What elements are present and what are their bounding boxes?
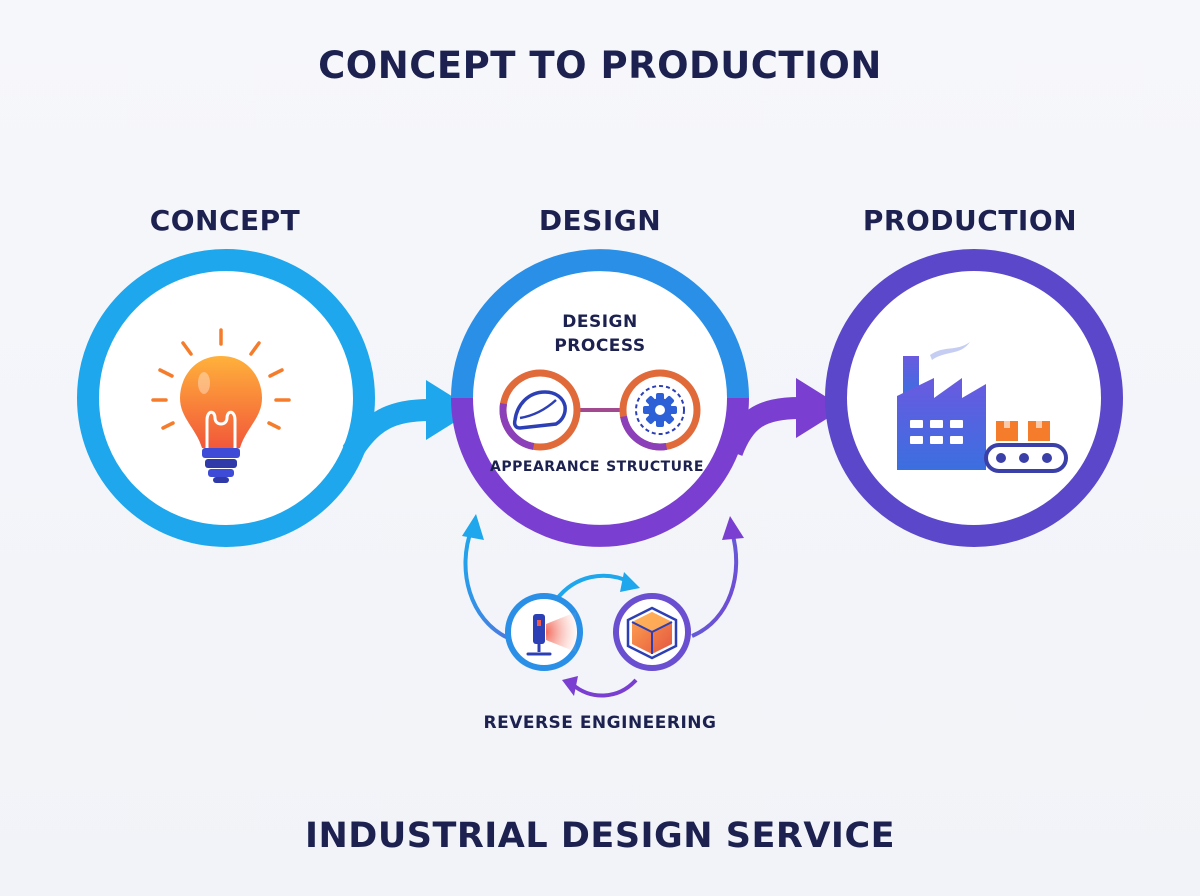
lightbulb-icon <box>151 328 291 483</box>
design-process-title-line2: PROCESS <box>554 336 646 356</box>
design-process-title: DESIGN PROCESS <box>520 310 680 358</box>
scanner-icon <box>526 612 576 656</box>
stage-label-production: PRODUCTION <box>862 204 1078 237</box>
gear-icon <box>635 385 685 435</box>
connector-design-production <box>721 378 844 457</box>
shoe-icon <box>512 390 567 430</box>
connector-concept-design <box>342 380 474 459</box>
cube-icon <box>626 606 678 660</box>
design-process-title-line1: DESIGN <box>562 312 638 332</box>
reverse-engineering-label: REVERSE ENGINEERING <box>483 713 717 733</box>
factory-icon <box>897 342 1068 473</box>
reverse-engineering-loop <box>462 514 744 698</box>
stage-label-design: DESIGN <box>538 204 662 237</box>
stage-label-concept: CONCEPT <box>149 204 301 237</box>
footer-title: INDUSTRIAL DESIGN SERVICE <box>304 816 896 856</box>
structure-label: STRUCTURE <box>606 459 704 475</box>
design-process-icon <box>499 369 701 451</box>
appearance-label: APPEARANCE <box>490 459 600 475</box>
design-ring <box>451 249 749 547</box>
page-title: CONCEPT TO PRODUCTION <box>318 44 882 87</box>
